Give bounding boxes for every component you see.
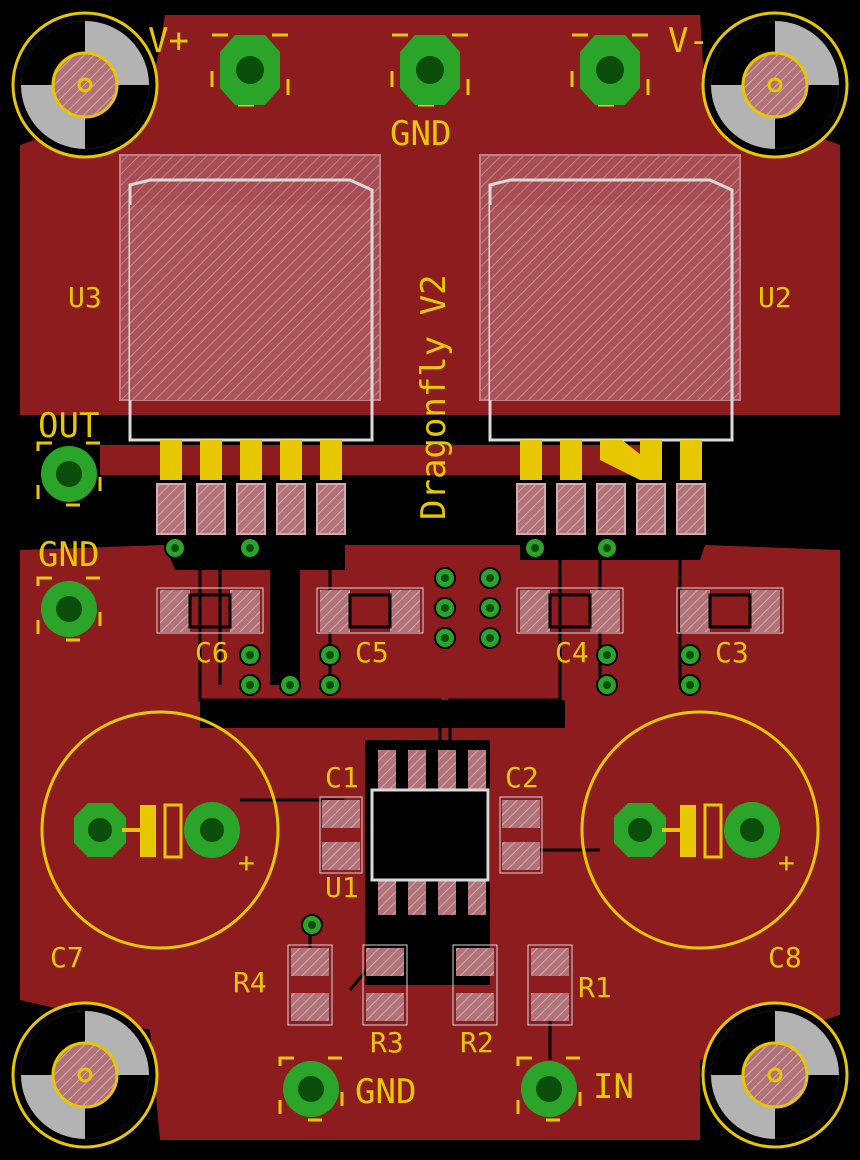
label-c5: C5	[355, 636, 389, 669]
label-gnd-left: GND	[38, 535, 99, 575]
mounting-hole-icon	[701, 1001, 849, 1149]
mounting-hole-icon	[11, 11, 159, 159]
label-r1: R1	[578, 971, 612, 1004]
smd-pad-icon	[452, 944, 498, 1026]
label-v-minus: V-	[668, 21, 709, 61]
label-u3: U3	[68, 281, 102, 314]
label-gnd-top: GND	[390, 114, 451, 154]
label-r4: R4	[233, 966, 267, 999]
u2-package	[479, 154, 741, 535]
smd-pad-icon	[676, 587, 784, 634]
smd-pad-icon	[156, 587, 264, 634]
label-c7: C7	[50, 941, 84, 974]
c8-electrolytic: +	[580, 710, 820, 950]
mounting-hole-icon	[11, 1001, 159, 1149]
c7-electrolytic: +	[40, 710, 280, 950]
c8-plus-mark: +	[778, 846, 795, 879]
label-v-plus: V+	[148, 21, 189, 61]
label-c4: C4	[555, 636, 589, 669]
label-c8: C8	[768, 941, 802, 974]
smd-pad-icon	[362, 944, 408, 1026]
c7-plus-mark: +	[238, 846, 255, 879]
label-c1: C1	[325, 761, 359, 794]
label-in: IN	[593, 1067, 634, 1107]
through-hole-pad-icon	[516, 1056, 582, 1122]
through-hole-pad-icon	[210, 33, 290, 107]
label-u1: U1	[325, 871, 359, 904]
smd-pad-icon	[316, 587, 424, 634]
label-out: OUT	[38, 406, 99, 446]
label-r2: R2	[460, 1026, 494, 1059]
mounting-hole-icon	[701, 11, 849, 159]
through-hole-pad-icon	[278, 1056, 344, 1122]
smd-pad-icon	[319, 796, 363, 874]
smd-pad-icon	[516, 587, 624, 634]
through-hole-pad-icon	[570, 33, 650, 107]
label-u2: U2	[758, 281, 792, 314]
u3-package	[119, 154, 381, 535]
through-hole-pad-icon	[36, 441, 102, 507]
label-c2: C2	[505, 761, 539, 794]
label-c3: C3	[715, 636, 749, 669]
smd-pad-icon	[287, 944, 333, 1026]
smd-pad-icon	[527, 944, 573, 1026]
through-hole-pad-icon	[390, 33, 470, 107]
label-r3: R3	[370, 1026, 404, 1059]
u1-package	[370, 750, 490, 915]
board-title: Dragonfly V2	[414, 274, 454, 520]
label-c6: C6	[195, 636, 229, 669]
through-hole-pad-icon	[36, 576, 102, 642]
smd-pad-icon	[499, 796, 543, 874]
label-gnd-bottom: GND	[355, 1072, 416, 1112]
